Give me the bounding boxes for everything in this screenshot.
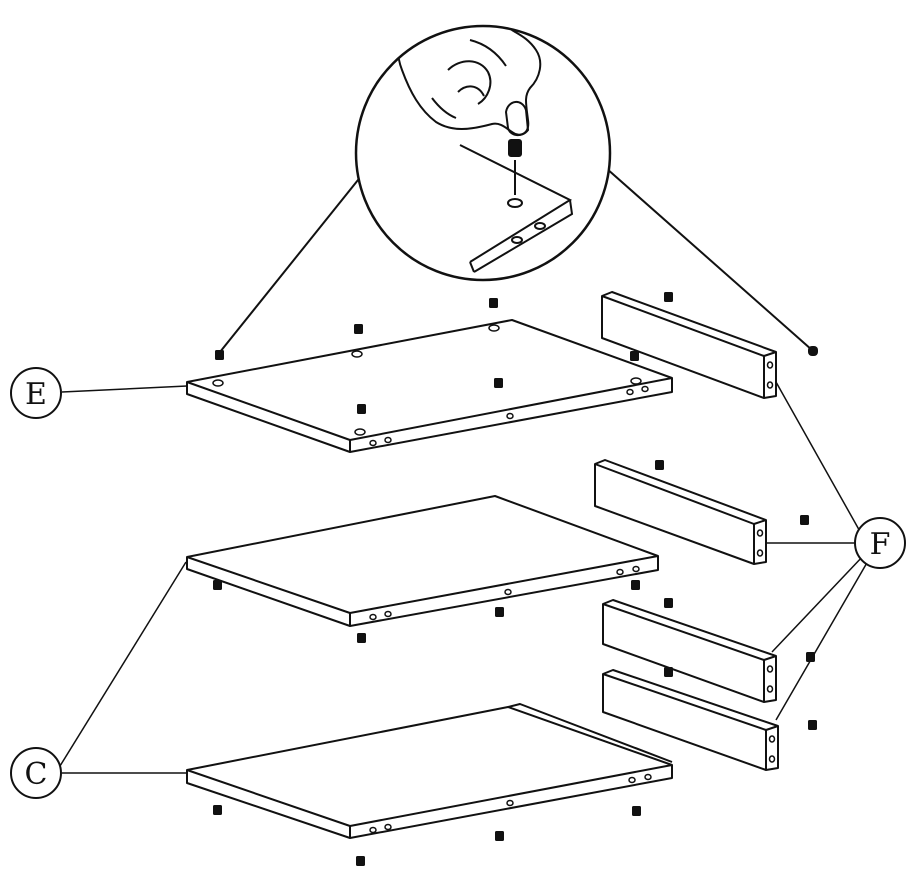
callout-lines: [59, 381, 869, 774]
rail-f-2: [594, 459, 767, 565]
callout-e-label: E: [25, 377, 47, 412]
callout-f-label: F: [870, 527, 891, 562]
dowel-icon: [806, 652, 815, 662]
dowel-icon: [357, 404, 366, 414]
dowel-icon: [630, 351, 639, 361]
dowel-icon: [632, 806, 641, 816]
dowel-icon: [356, 856, 365, 866]
dowel-icon: [495, 607, 504, 617]
dowel-icon: [800, 515, 809, 525]
callout-f: F: [854, 517, 906, 569]
callout-e: E: [10, 367, 62, 419]
dowel-icon: [213, 805, 222, 815]
dowel-icon: [655, 460, 664, 470]
dowel-icon: [494, 378, 503, 388]
dowel-icon: [808, 346, 818, 356]
dowel-icon: [357, 633, 366, 643]
dowel-icon: [508, 139, 522, 157]
dowel-icon: [213, 580, 222, 590]
callout-c-label: C: [25, 757, 48, 792]
callout-c: C: [10, 747, 62, 799]
dowel-icon: [631, 580, 640, 590]
dowel-icon: [354, 324, 363, 334]
rail-f-4: [602, 669, 779, 771]
magnified-detail: [354, 24, 612, 282]
panel-c-upper: [186, 495, 659, 627]
dowels: [213, 292, 818, 866]
dowel-icon: [489, 298, 498, 308]
panel-e: [186, 319, 673, 453]
rail-f-1: [601, 291, 777, 399]
panel-c-lower: [186, 703, 673, 839]
rail-f-3: [602, 599, 777, 703]
dowel-icon: [808, 720, 817, 730]
dowel-icon: [664, 598, 673, 608]
dowel-icon: [664, 292, 673, 302]
dowel-hole-icon: [507, 198, 523, 208]
detail-leader-lines: [219, 167, 813, 353]
dowel-icon: [495, 831, 504, 841]
dowel-icon: [664, 667, 673, 677]
dowel-icon: [215, 350, 224, 360]
